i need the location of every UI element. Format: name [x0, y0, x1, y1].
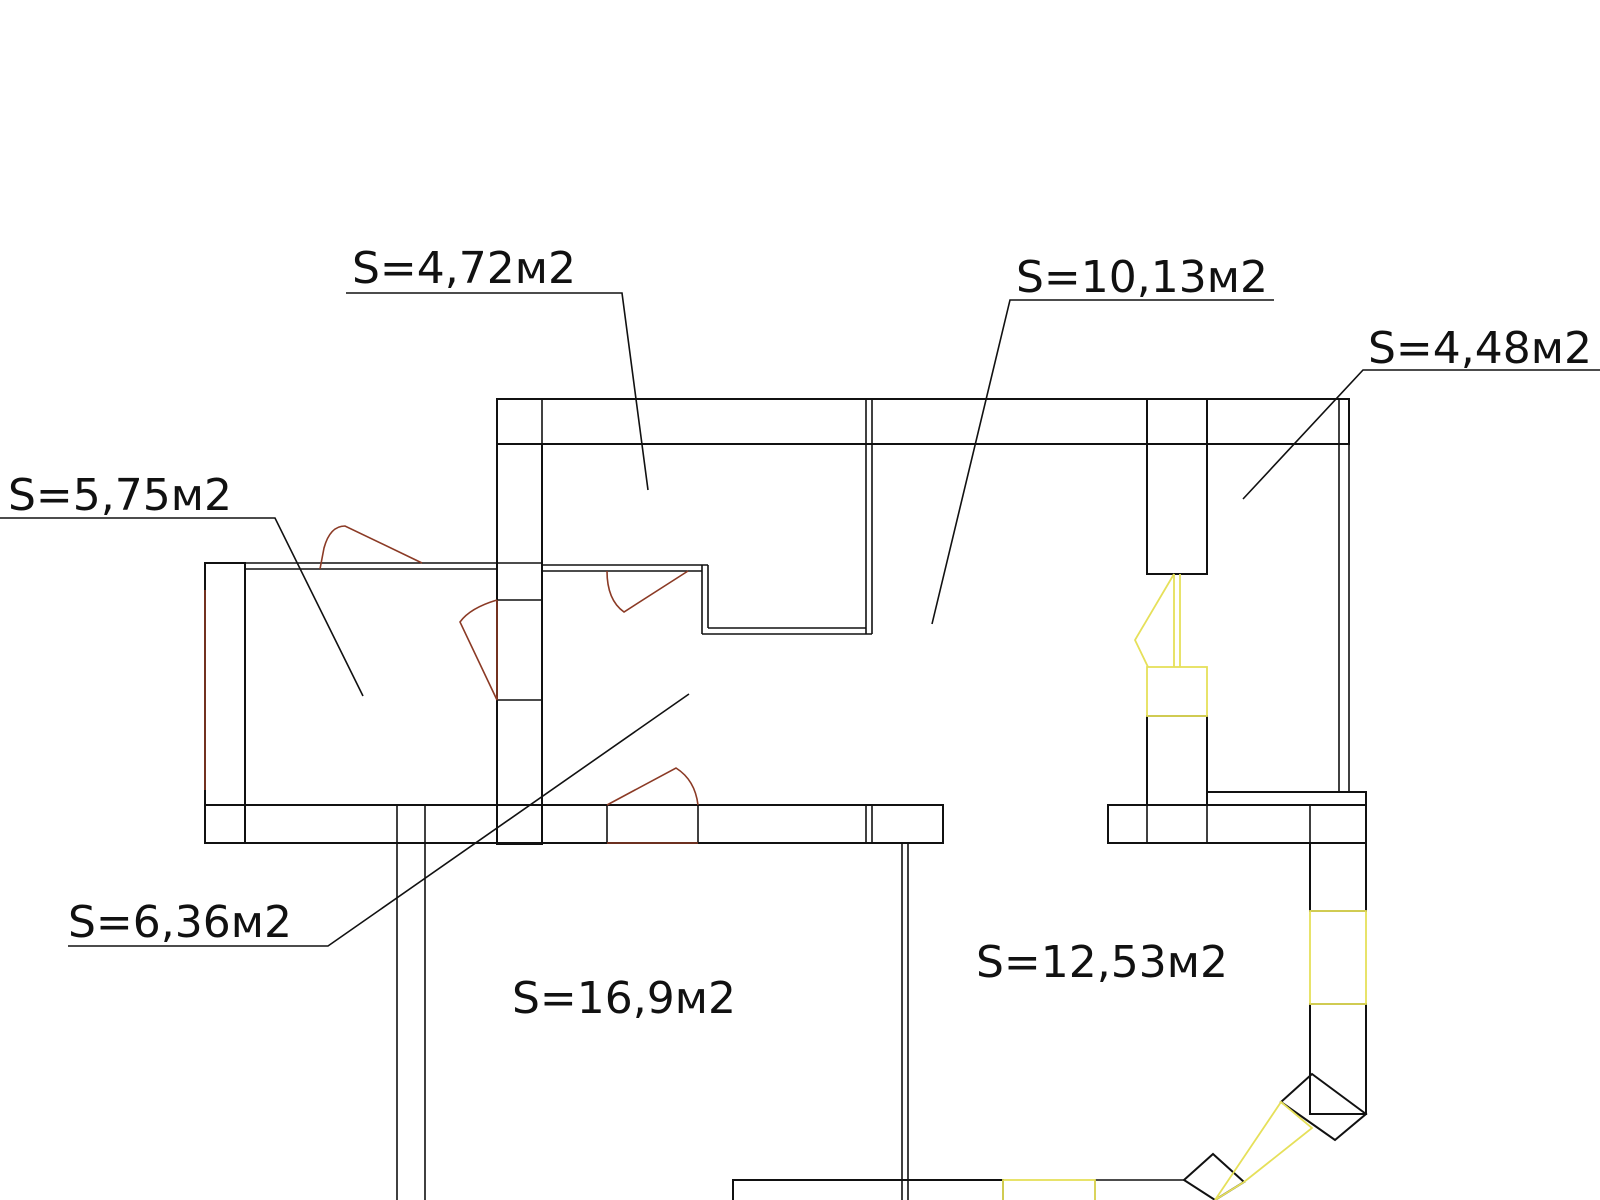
window-right-partition [1146, 666, 1208, 717]
bottom-wall [732, 1179, 1004, 1200]
leader-lines [0, 292, 1600, 947]
window-bottom [1002, 1179, 1096, 1200]
area-label-room-b: S=10,13м2 [1016, 252, 1268, 303]
left-wall-upper [496, 443, 543, 845]
wall-ledge [1206, 791, 1367, 806]
doors [204, 525, 699, 844]
door-swing-yellow [1133, 573, 1175, 668]
area-label-room-a: S=4,72м2 [352, 243, 576, 294]
top-wall [496, 398, 1350, 445]
bay-wall-1 [1279, 1072, 1368, 1142]
area-labels: S=4,72м2 S=10,13м2 S=4,48м2 S=5,75м2 S=6… [8, 243, 1592, 1024]
bay-wall-2 [1182, 1152, 1246, 1200]
leader-room-b [931, 299, 1274, 625]
window-right-wall [1309, 910, 1367, 1005]
door-swing-bath-side [459, 599, 498, 701]
area-label-room-g: S=12,53м2 [976, 937, 1228, 988]
area-label-room-e: S=6,36м2 [68, 897, 292, 948]
windows [1002, 573, 1367, 1200]
left-wall-bath [204, 562, 246, 844]
door-swing-corridor [606, 570, 689, 613]
door-swing-living [606, 767, 699, 806]
column-mid-right [1146, 715, 1208, 806]
walls [204, 398, 1368, 1200]
window-bay [1214, 1100, 1314, 1200]
area-label-room-c: S=4,48м2 [1368, 323, 1592, 374]
door-swing-bath-top [319, 525, 423, 570]
leader-room-d [0, 517, 364, 697]
right-wall-lower-1 [1309, 842, 1367, 912]
area-label-room-d: S=5,75м2 [8, 470, 232, 521]
right-wall-lower-2 [1309, 1003, 1367, 1115]
middle-wall [204, 804, 944, 844]
leader-room-e [68, 693, 690, 947]
area-label-room-f: S=16,9м2 [512, 973, 736, 1024]
leader-room-a [346, 292, 649, 491]
column-top-right [1146, 398, 1208, 575]
leader-room-c [1242, 369, 1600, 500]
